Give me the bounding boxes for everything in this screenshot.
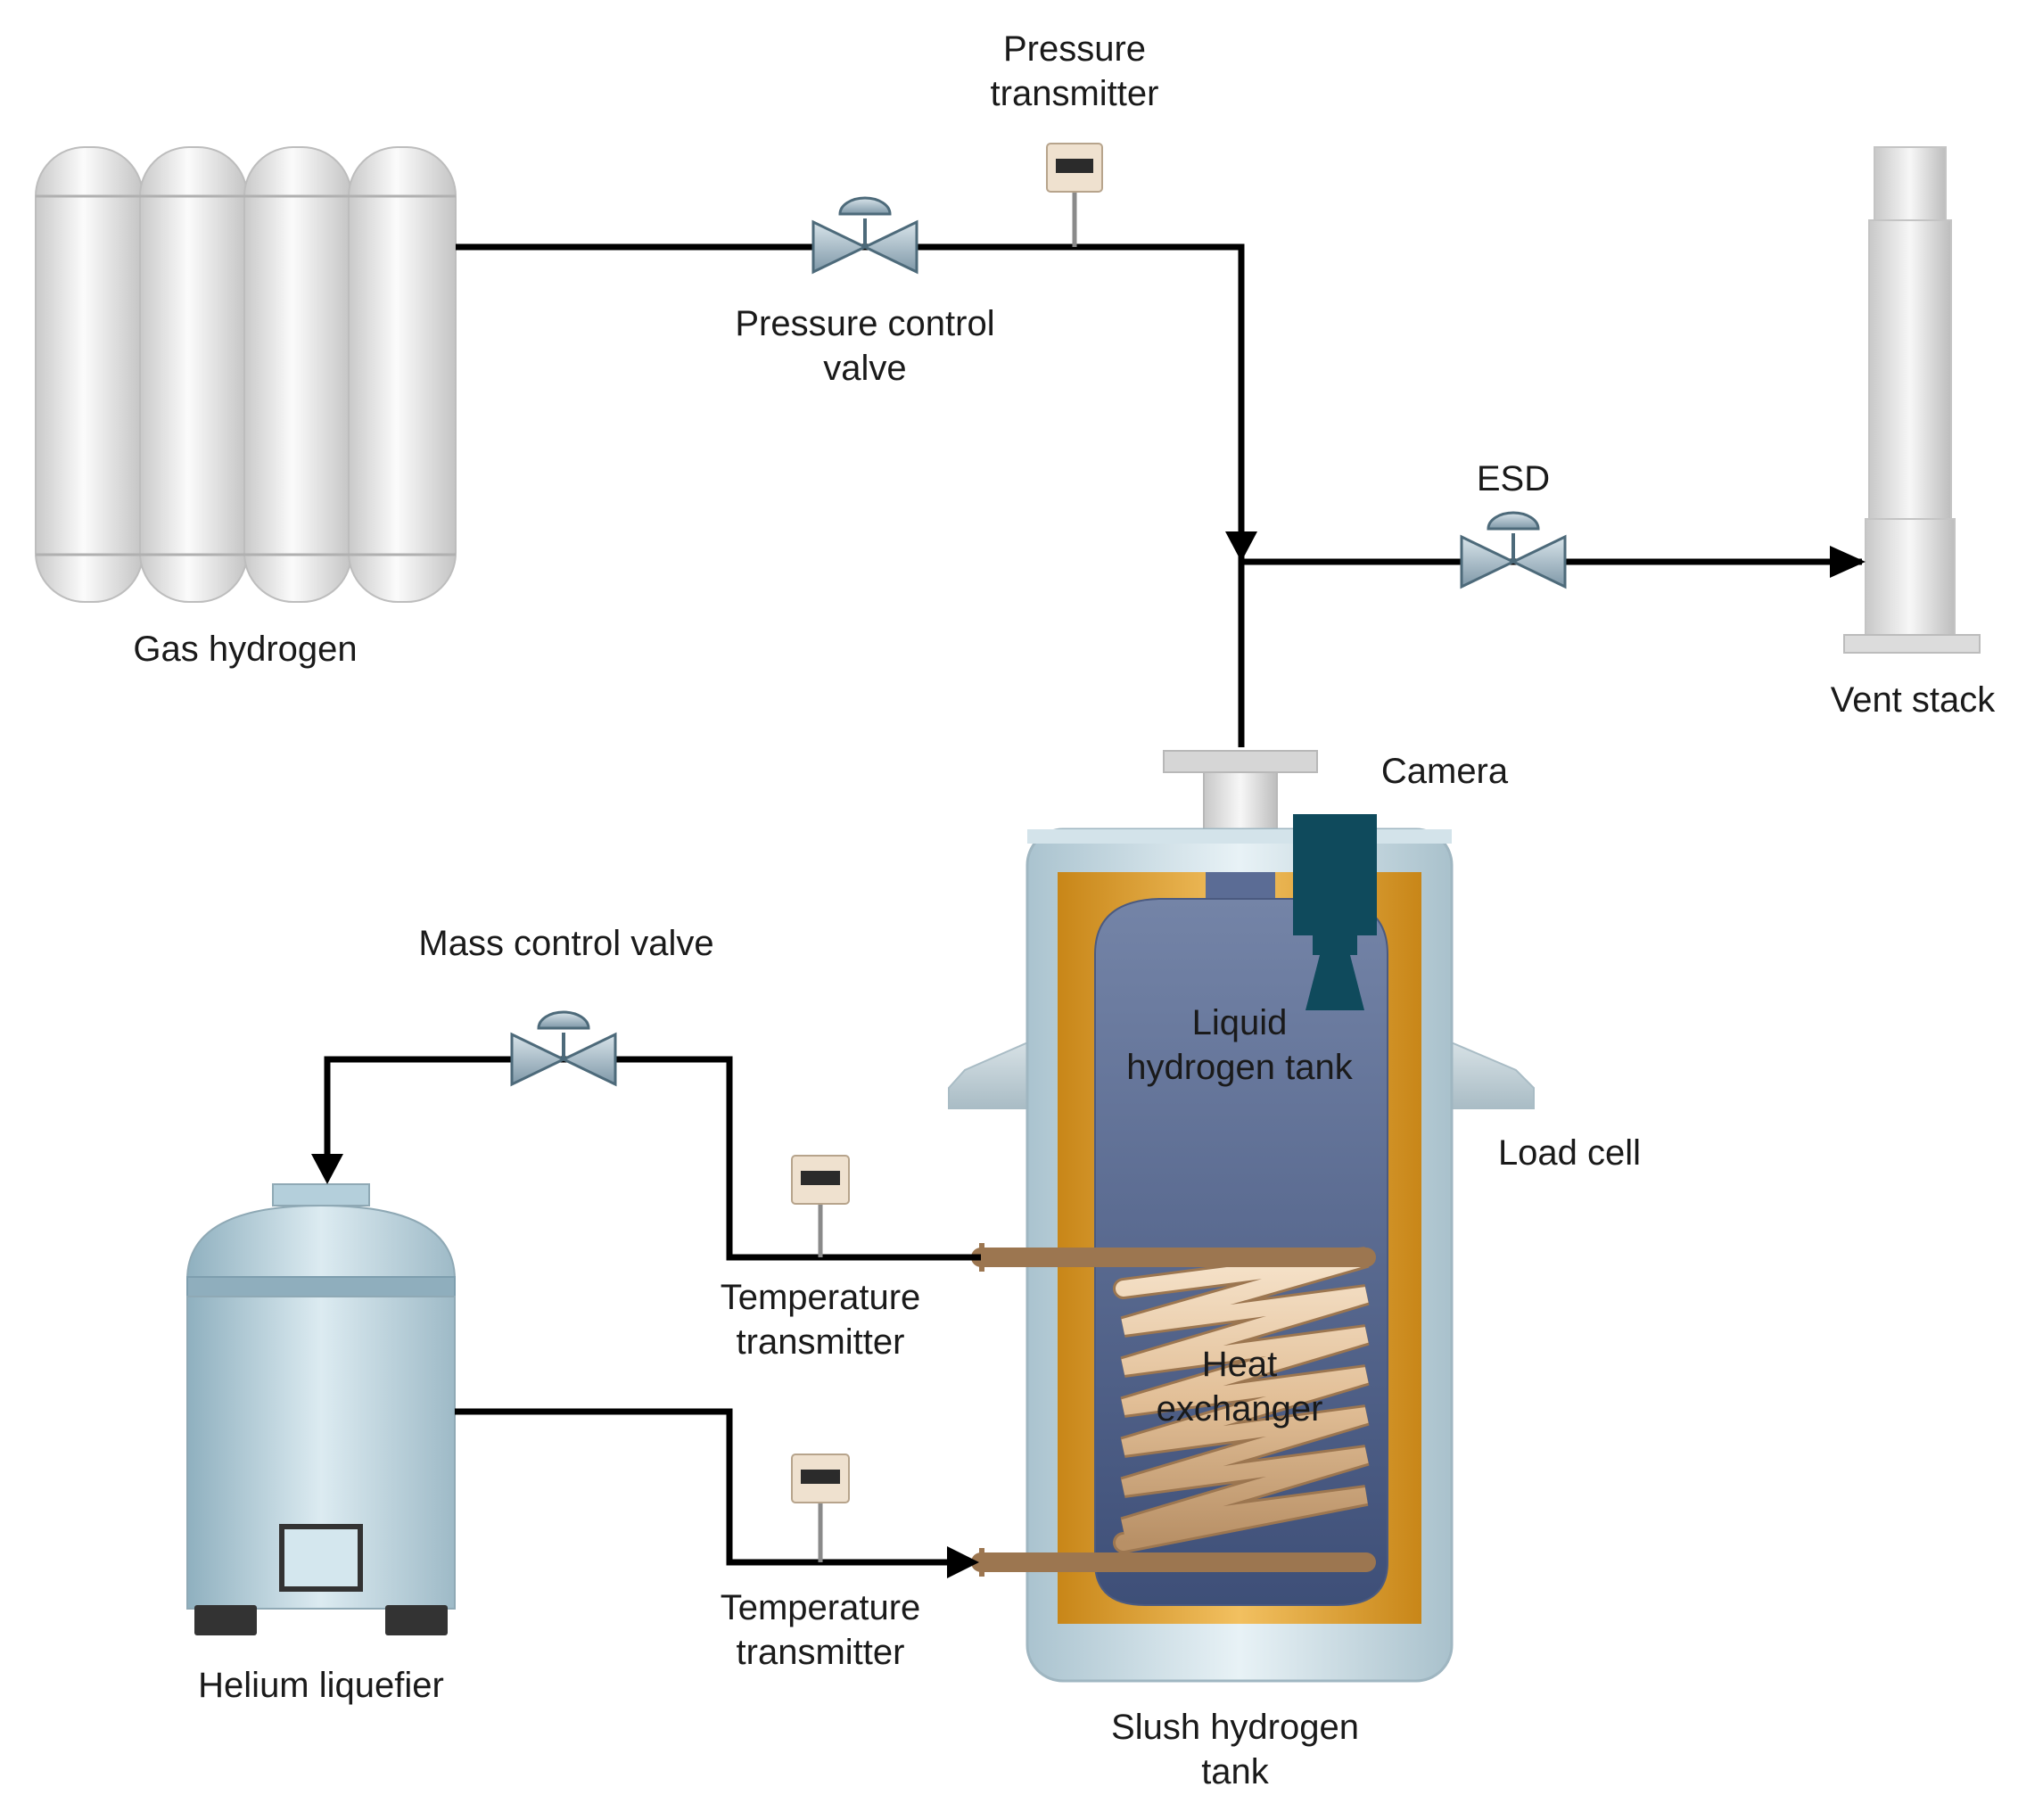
mass-control-valve: [510, 1010, 617, 1087]
pressure-control-valve-label-line1: Pressure control: [735, 304, 995, 343]
temperature-transmitter-lower-label-line1: Temperature: [720, 1588, 921, 1627]
vent-arrow: [1830, 546, 1866, 578]
vent-stack: [1843, 146, 1981, 654]
lower-piping: [324, 1056, 981, 1566]
heat-exchanger-coil: [971, 1243, 1376, 1577]
temperature-transmitter-upper-label-line2: transmitter: [736, 1322, 905, 1362]
temperature-transmitter-upper: [791, 1155, 850, 1257]
helium-liquefier: [185, 1183, 457, 1635]
liquid-hydrogen-tank-label-line1: Liquid: [1191, 1003, 1288, 1042]
temperature-transmitter-upper-label-line1: Temperature: [720, 1278, 921, 1317]
downflow-arrow: [1225, 531, 1257, 562]
heat-exchanger-label-line2: exchanger: [1156, 1389, 1323, 1429]
pressure-transmitter: [1046, 143, 1103, 247]
temperature-transmitter-lower: [791, 1454, 850, 1562]
pressure-control-valve-label: Pressure control valve: [704, 301, 1025, 391]
slush-hydrogen-tank-label-line1: Slush hydrogen: [1111, 1708, 1359, 1747]
gas-hydrogen-label: Gas hydrogen: [133, 630, 358, 669]
pressure-transmitter-label-line2: transmitter: [990, 74, 1159, 113]
gas-hydrogen-cylinders: [35, 146, 457, 603]
liquid-hydrogen-tank-label: Liquid hydrogen tank: [1092, 1001, 1387, 1090]
helium-liquefier-label: Helium liquefier: [198, 1666, 444, 1705]
coil-inlet-arrow: [947, 1546, 979, 1578]
mass-control-valve-label: Mass control valve: [418, 924, 714, 963]
pressure-control-valve: [811, 196, 918, 275]
temperature-transmitter-lower-label-line2: transmitter: [736, 1633, 905, 1672]
load-cell-left: [948, 1009, 1031, 1109]
load-cell-label: Load cell: [1497, 1133, 1642, 1173]
vent-stack-label: Vent stack: [1830, 680, 1996, 720]
heat-exchanger-label: Heat exchanger: [1106, 1342, 1373, 1431]
pressure-transmitter-label: Pressure transmitter: [945, 27, 1204, 116]
pressure-control-valve-label-line2: valve: [823, 349, 907, 388]
esd-label: ESD: [1476, 459, 1551, 498]
camera: [1293, 814, 1377, 1010]
slush-hydrogen-tank-label-line2: tank: [1201, 1752, 1269, 1791]
pressure-transmitter-label-line1: Pressure: [1002, 29, 1147, 69]
liquid-hydrogen-tank-label-line2: hydrogen tank: [1126, 1048, 1353, 1087]
heat-exchanger-label-line1: Heat: [1201, 1345, 1278, 1384]
upper-piping: [456, 243, 1862, 747]
slush-hydrogen-tank-label: Slush hydrogen tank: [1083, 1705, 1387, 1794]
liquefier-inlet-arrow: [311, 1154, 343, 1184]
temperature-transmitter-lower-label: Temperature transmitter: [687, 1585, 954, 1675]
slush-hydrogen-tank: [948, 750, 1535, 1683]
temperature-transmitter-upper-label: Temperature transmitter: [687, 1275, 954, 1364]
load-cell-right: [1448, 1009, 1535, 1109]
esd-valve: [1460, 511, 1567, 589]
camera-label: Camera: [1380, 752, 1509, 791]
